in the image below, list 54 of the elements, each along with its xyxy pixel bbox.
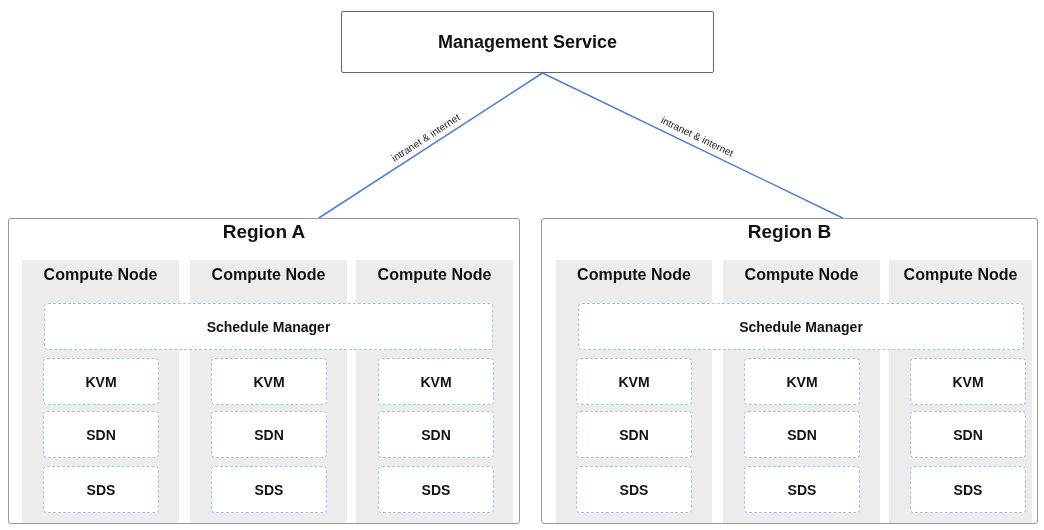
component-box xyxy=(576,466,692,513)
box-label: SDN xyxy=(421,426,451,443)
region-panel xyxy=(8,218,520,524)
box-label: SDN xyxy=(787,426,817,443)
box-label: Schedule Manager xyxy=(739,318,863,335)
box-label: KVM xyxy=(85,373,117,390)
component-box xyxy=(43,358,159,405)
connector-line xyxy=(541,72,844,219)
box-label: SDN xyxy=(619,426,649,443)
compute-node-title: Compute Node xyxy=(577,266,691,284)
schedule-manager-box xyxy=(578,303,1024,350)
component-box xyxy=(378,466,494,513)
box-label: KVM xyxy=(253,373,285,390)
component-box xyxy=(576,358,692,405)
compute-node-title: Compute Node xyxy=(744,266,859,284)
region-title: Region B xyxy=(747,221,832,243)
component-box xyxy=(910,358,1026,405)
box-label: SDS xyxy=(421,481,451,498)
box-label: Schedule Manager xyxy=(206,318,331,335)
box-label: SDS xyxy=(787,481,817,498)
component-box xyxy=(910,411,1026,458)
box-label: KVM xyxy=(786,373,818,390)
component-box xyxy=(378,358,494,405)
component-box xyxy=(576,411,692,458)
component-box xyxy=(211,466,327,513)
box-label: SDN xyxy=(254,426,284,443)
component-box xyxy=(43,411,159,458)
compute-node-title: Compute Node xyxy=(903,266,1018,284)
box-label: KVM xyxy=(618,373,650,390)
box-label: SDS xyxy=(254,481,284,498)
component-box xyxy=(43,466,159,513)
box-label: SDS xyxy=(86,481,116,498)
component-box xyxy=(211,411,327,458)
box-label: SDS xyxy=(619,481,649,498)
compute-node-title: Compute Node xyxy=(377,266,492,284)
region-title: Region A xyxy=(222,221,306,243)
box-label: SDN xyxy=(86,426,116,443)
compute-node-title: Compute Node xyxy=(211,266,326,284)
component-box xyxy=(744,411,860,458)
component-box xyxy=(744,358,860,405)
schedule-manager-box xyxy=(44,303,493,350)
box-label: SDS xyxy=(953,481,983,498)
region-panel xyxy=(541,218,1038,524)
service-title: Management Service xyxy=(437,31,618,53)
service-box xyxy=(341,11,714,73)
connector-line xyxy=(318,72,544,219)
box-label: KVM xyxy=(952,373,984,390)
box-label: KVM xyxy=(420,373,452,390)
box-label: SDN xyxy=(953,426,983,443)
component-box xyxy=(378,411,494,458)
component-box xyxy=(744,466,860,513)
component-box xyxy=(910,466,1026,513)
component-box xyxy=(211,358,327,405)
compute-node-title: Compute Node xyxy=(43,266,158,284)
